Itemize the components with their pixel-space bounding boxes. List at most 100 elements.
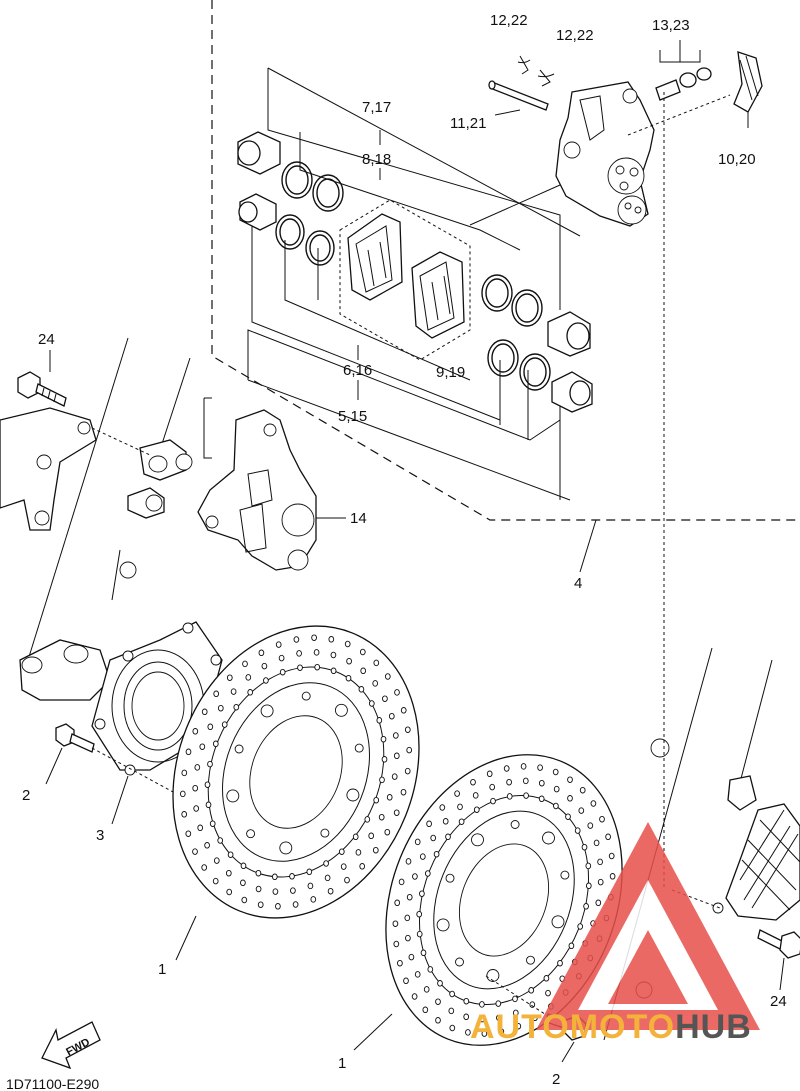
disc-drill-hole	[392, 920, 399, 927]
disc-drill-hole	[212, 877, 219, 885]
disc-rivet	[334, 703, 348, 717]
disc-drill-hole	[205, 801, 212, 809]
disc-drill-hole	[221, 721, 228, 728]
disc-drill-hole	[310, 896, 317, 903]
disc-rivet	[510, 820, 520, 829]
disc-drill-hole	[379, 776, 385, 784]
disc-rivet	[551, 915, 565, 929]
disc-rivet	[279, 841, 293, 855]
disc-drill-hole	[279, 668, 286, 676]
disc-drill-hole	[261, 662, 268, 670]
disc-drill-hole	[314, 663, 321, 671]
disc-drill-hole	[538, 795, 545, 803]
disc-rivet	[320, 828, 330, 838]
disc-drill-hole	[230, 688, 237, 695]
disc-drill-hole	[384, 828, 391, 836]
disc-drill-hole	[330, 667, 337, 675]
disc-drill-hole	[373, 659, 380, 667]
pad-spring	[733, 51, 763, 113]
callout-14: 14	[350, 510, 367, 527]
disc-drill-hole	[311, 634, 317, 641]
callout-24-right: 24	[770, 993, 787, 1010]
caliper-assembly	[197, 409, 317, 571]
disc-drill-hole	[192, 848, 198, 855]
disc-drill-hole	[553, 785, 560, 793]
disc-drill-hole	[368, 832, 375, 840]
disc-drill-hole	[340, 863, 347, 870]
disc-drill-hole	[512, 995, 518, 1003]
brake-pad	[347, 213, 403, 301]
disc-drill-hole	[240, 862, 247, 870]
disc-drill-hole	[328, 636, 335, 643]
disc-drill-hole	[240, 879, 246, 887]
callout-5-15: 5,15	[338, 408, 367, 425]
disc-drill-hole	[376, 717, 383, 724]
disc-drill-hole	[381, 756, 388, 763]
disc-drill-hole	[344, 640, 351, 648]
fork-leg-left	[19, 337, 193, 701]
disc-drill-hole	[565, 813, 571, 820]
disc-drill-hole	[192, 784, 199, 792]
disc-drill-hole	[426, 820, 432, 828]
disc-drill-hole	[226, 674, 233, 681]
disc-rivet	[346, 788, 360, 802]
disc-drill-hole	[435, 1017, 441, 1024]
disc-drill-hole	[330, 651, 337, 659]
caliper-body	[555, 81, 655, 227]
piston	[551, 371, 593, 413]
disc-drill-hole	[449, 990, 455, 998]
disc-drill-hole	[403, 977, 409, 985]
disc-drill-hole	[490, 797, 496, 805]
disc-drill-hole	[201, 708, 208, 716]
disc-drill-hole	[581, 843, 588, 851]
disc-drill-hole	[479, 1001, 485, 1008]
disc-drill-hole	[405, 934, 411, 942]
disc-drill-hole	[272, 888, 279, 895]
disc-rivet	[260, 704, 274, 718]
disc-drill-hole	[599, 815, 605, 823]
disc-drill-hole	[463, 1013, 470, 1021]
disc-drill-hole	[481, 1030, 488, 1037]
disc-drill-hole	[578, 807, 585, 814]
disc-drill-hole	[275, 903, 281, 910]
disc-drill-hole	[392, 732, 399, 739]
disc-drill-hole	[419, 853, 426, 860]
disc-drill-hole	[567, 776, 573, 783]
disc-drill-hole	[567, 795, 573, 802]
callout-1-left: 1	[158, 961, 166, 978]
disc-drill-hole	[192, 728, 199, 735]
disc-drill-hole	[553, 802, 559, 810]
disc-drill-hole	[423, 986, 430, 993]
disc-drill-hole	[489, 783, 496, 791]
disc-drill-hole	[233, 703, 240, 711]
disc-drill-hole	[278, 654, 285, 662]
disc-drill-hole	[414, 971, 421, 978]
disc-drill-hole	[247, 689, 254, 696]
disc-drill-hole	[207, 723, 214, 731]
disc-rivet	[234, 744, 244, 754]
disc-drill-hole	[605, 833, 611, 841]
disc-rivet	[436, 918, 450, 932]
disc-drill-hole	[201, 864, 208, 871]
disc-drill-hole	[430, 834, 437, 842]
disc-drill-hole	[358, 686, 365, 693]
disc-rivet	[354, 743, 364, 753]
disc-drill-hole	[472, 792, 479, 799]
disc-drill-hole	[437, 980, 443, 987]
disc-drill-hole	[479, 1015, 486, 1023]
disc-drill-hole	[179, 790, 186, 798]
disc-drill-hole	[292, 901, 299, 908]
forward-arrow-icon: FWD	[41, 1021, 101, 1070]
disc-drill-hole	[359, 863, 366, 870]
disc-drill-hole	[373, 796, 380, 804]
disc-drill-hole	[346, 657, 352, 665]
disc-drill-hole	[416, 910, 423, 918]
disc-drill-hole	[473, 806, 480, 813]
disc-drill-hole	[416, 930, 423, 938]
piston-seal	[281, 161, 313, 199]
disc-drill-hole	[449, 1024, 456, 1032]
disc-drill-hole	[207, 760, 213, 768]
disc-drill-hole	[552, 768, 559, 776]
bracket-bolt	[17, 371, 67, 407]
